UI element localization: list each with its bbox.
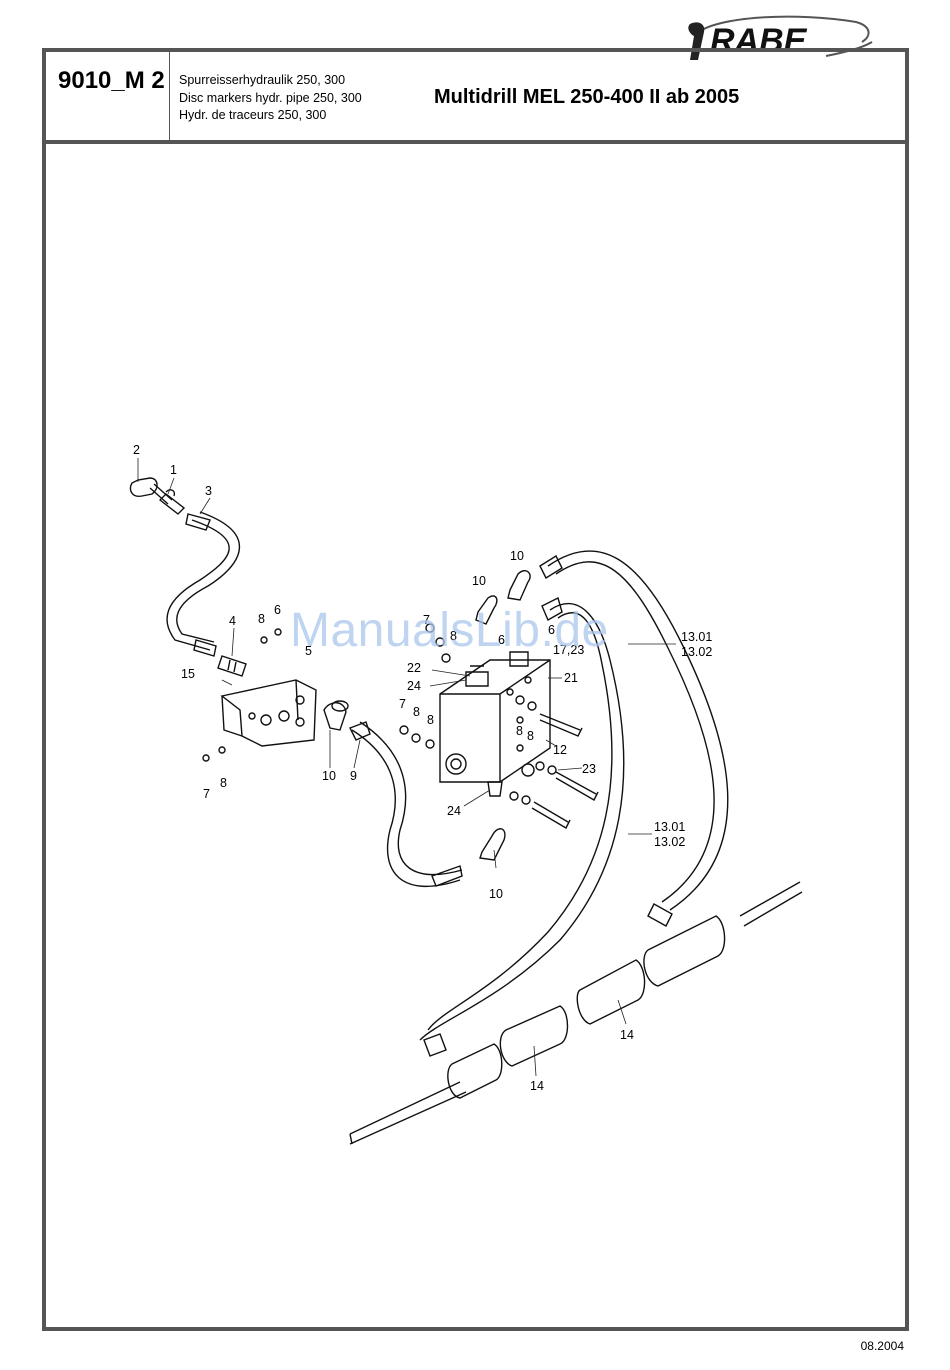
quick-coupler-part	[130, 478, 184, 514]
bracket-5	[222, 680, 316, 746]
callout-label: 13.02	[654, 835, 685, 849]
cylinder-14-lower-a	[448, 1044, 502, 1098]
bolt-23	[556, 772, 598, 800]
callout-label: 21	[564, 671, 578, 685]
bolt-lower	[532, 802, 570, 828]
callout-label: 10	[472, 574, 486, 588]
drawing-lines	[130, 478, 802, 1144]
callout-label: 8	[527, 729, 534, 743]
callout-label: 10	[510, 549, 524, 563]
callout-label: 1	[170, 463, 177, 477]
callout-label: 8	[258, 612, 265, 626]
cylinder-14-lower-b	[500, 1006, 567, 1066]
callout-label: 8	[220, 776, 227, 790]
callout-label: 14	[620, 1028, 634, 1042]
watermark: ManualsLib.de	[290, 603, 609, 658]
callout-label: 6	[274, 603, 281, 617]
callout-label: 15	[181, 667, 195, 681]
valve-block-21	[440, 660, 550, 782]
bolt-12	[540, 714, 582, 736]
footer-date: 08.2004	[861, 1339, 904, 1353]
callout-label: 13.02	[681, 645, 712, 659]
callout-label: 13.01	[654, 820, 685, 834]
elbow-10-left	[324, 701, 348, 730]
cylinder-14-upper-b	[644, 916, 725, 986]
callout-label: 4	[229, 614, 236, 628]
callout-label: 24	[407, 679, 421, 693]
elbow-10-b	[508, 571, 530, 600]
callout-label: 22	[407, 661, 421, 675]
callout-label: 23	[582, 762, 596, 776]
callout-label: 7	[203, 787, 210, 801]
callout-label: 12	[553, 743, 567, 757]
callout-label: 9	[350, 769, 357, 783]
callout-label: 8	[413, 705, 420, 719]
fitting-4	[218, 656, 246, 676]
callout-label: 8	[516, 724, 523, 738]
callout-label: 8	[427, 713, 434, 727]
callout-label: 7	[399, 697, 406, 711]
hose-3	[167, 512, 239, 656]
elbow-10-bottom	[480, 829, 505, 860]
callout-label: 2	[133, 443, 140, 457]
fitting-24-bottom	[488, 782, 502, 796]
callout-label: 10	[489, 887, 503, 901]
callout-label: 14	[530, 1079, 544, 1093]
callout-label: 3	[205, 484, 212, 498]
callout-label: 24	[447, 804, 461, 818]
threaded-rod	[350, 882, 802, 1144]
callout-label: 10	[322, 769, 336, 783]
callout-label: 13.01	[681, 630, 712, 644]
cylinder-14-upper-a	[577, 960, 644, 1024]
callout-labels: 2 1 3 10 10 7 8 6 6 4 8 6 5 17,23 13.01 …	[133, 443, 712, 1093]
hose-9	[350, 722, 462, 886]
